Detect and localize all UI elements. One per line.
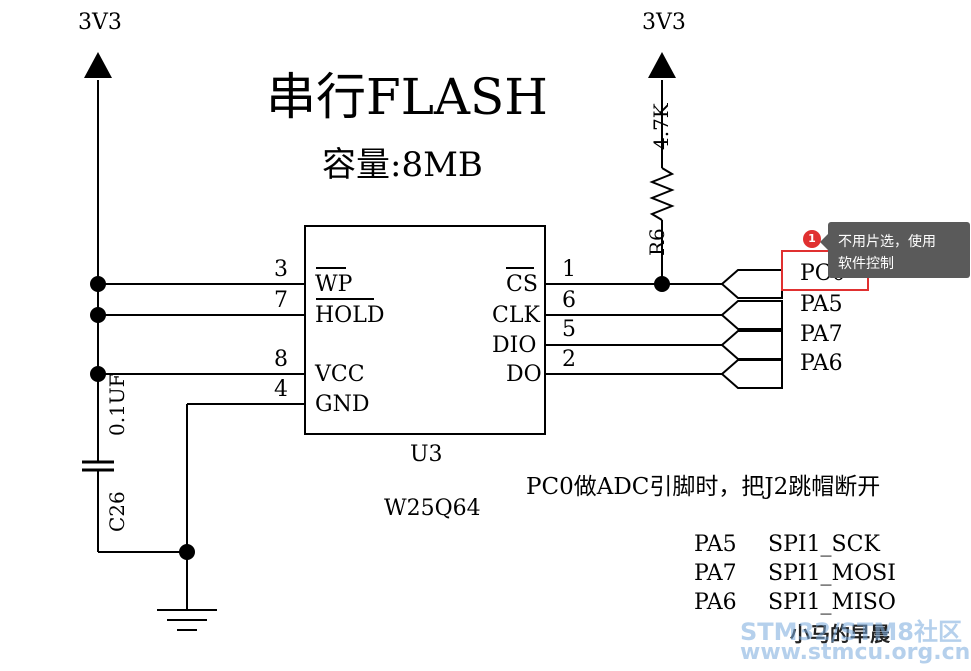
annotation-badge: 1 (803, 230, 821, 248)
power-arrow-right (648, 52, 676, 78)
pin-name: CS (506, 272, 538, 297)
power-label-right: 3V3 (642, 10, 686, 35)
pin-number: 8 (274, 347, 288, 372)
junction-dot (179, 544, 195, 560)
pin-name: HOLD (315, 303, 385, 328)
resistor-value: 4.7K (649, 102, 673, 150)
pin-map-pin: PA5 (694, 532, 737, 557)
pin-name: DO (506, 362, 542, 387)
power-label-left: 3V3 (78, 10, 122, 35)
pin-number: 5 (562, 317, 576, 342)
net-flag-pa7 (720, 330, 783, 360)
power-arrow-left (84, 52, 112, 78)
net-flag-pa6 (720, 359, 783, 389)
net-label-pa7: PA7 (800, 322, 843, 347)
junction-dot (90, 276, 106, 292)
pin-name: DIO (492, 333, 537, 358)
capacitor-value: 0.1UF (105, 373, 129, 436)
pin-number: 3 (274, 257, 288, 282)
net-flag-pc0 (720, 269, 783, 299)
tooltip-line-1: 不用片选，使用 (838, 234, 936, 250)
pin-map-pin: PA7 (694, 561, 737, 586)
pin-name: CLK (492, 303, 540, 328)
adc-note: PC0做ADC引脚时，把J2跳帽断开 (526, 474, 881, 500)
resistor-ref: R6 (645, 228, 669, 256)
capacity-label: 容量:8MB (322, 145, 483, 185)
tooltip-arrow (820, 234, 828, 250)
chip-ref: U3 (410, 442, 443, 467)
pin-map-pin: PA6 (694, 590, 737, 615)
pin-number: 7 (274, 288, 288, 313)
tooltip-line-2: 软件控制 (838, 256, 894, 272)
wechat-watermark: 小马的早晨 (790, 622, 890, 646)
pin-number: 4 (274, 377, 288, 402)
annotation-tooltip: 不用片选，使用 软件控制 (820, 222, 970, 278)
pin-name: GND (315, 392, 370, 417)
pin-name: WP (315, 272, 353, 297)
page-title: 串行FLASH (266, 68, 548, 126)
junction-dot (90, 366, 106, 382)
pin-map-func: SPI1_MISO (768, 590, 896, 615)
junction-dot (654, 276, 670, 292)
net-label-pa6: PA6 (800, 351, 843, 376)
pin-number: 6 (562, 288, 576, 313)
resistor-r6 (649, 167, 675, 221)
pin-name: VCC (315, 362, 365, 387)
junction-dot (90, 307, 106, 323)
pin-map-func: SPI1_MOSI (768, 561, 896, 586)
capacitor-ref: C26 (105, 491, 129, 532)
chip-part: W25Q64 (384, 496, 481, 521)
watermark-line-1: STM32/STM8社区 (740, 618, 962, 646)
pin-map-func: SPI1_SCK (768, 532, 880, 557)
pin-number: 2 (562, 347, 576, 372)
net-flag-pa5 (720, 300, 783, 330)
watermark-line-2: www.stmcu.org.cn (740, 640, 971, 665)
net-label-pa5: PA5 (800, 292, 843, 317)
chip-body (304, 225, 546, 435)
pin-number: 1 (562, 257, 576, 282)
